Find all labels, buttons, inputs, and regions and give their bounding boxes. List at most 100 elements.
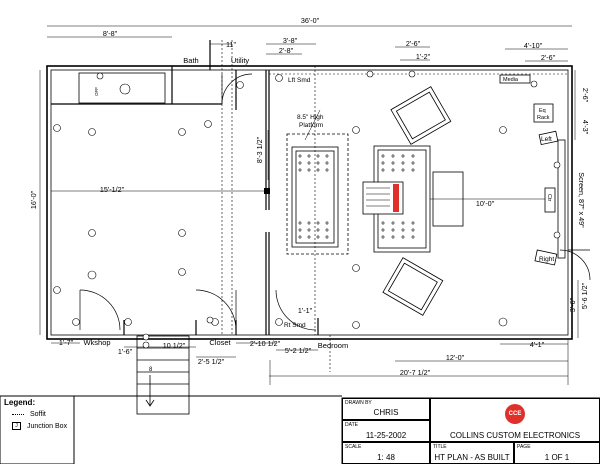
seat-marker: [411, 168, 415, 172]
seat-marker: [391, 154, 395, 158]
dim-top-2-6: 2'-6": [406, 39, 421, 48]
seat-marker: [316, 168, 320, 172]
seat-marker: [298, 154, 302, 158]
seat-marker: [401, 235, 405, 239]
dimension-text: 36'-0" 8'-8" 11" 3'-8" 2'-8" 2'-6" 1'-2"…: [29, 16, 590, 377]
recliner-top: [390, 86, 452, 145]
seat-marker: [325, 161, 329, 165]
seat-marker: [401, 221, 405, 225]
tb-drawn-by-label: DRAWN BY: [345, 400, 372, 406]
legend-item-soffit: Soffit: [12, 411, 46, 418]
dim-right-5-6: 5'-6 1/2": [580, 282, 589, 309]
label-center-speaker: Ctr: [546, 194, 552, 202]
company-logo: CCE: [505, 404, 525, 424]
room-closet: Closet: [209, 338, 231, 347]
label-lft-smd: Lft Smd: [288, 77, 311, 84]
seat-marker: [298, 228, 302, 232]
seat-marker: [411, 154, 415, 158]
tb-page-label: PAGE: [517, 444, 531, 450]
dim-bottom-5-2: 5'-2 1/2": [285, 346, 312, 355]
dim-overall-width: 36'-0": [301, 16, 320, 25]
dim-top-4-10: 4'-10": [524, 41, 543, 50]
seat-marker: [401, 154, 405, 158]
seat-marker: [381, 154, 385, 158]
seat-marker: [307, 154, 311, 158]
tb-date-label: DATE: [345, 422, 358, 428]
equipment-labels: 8.5" High Platform Lft Smd Rt Smd Media …: [94, 77, 554, 373]
screen: [557, 139, 566, 259]
seat-marker: [381, 235, 385, 239]
seat-marker: [391, 168, 395, 172]
equipment-device: [362, 181, 404, 215]
seat-markers: [298, 154, 415, 239]
tb-date-value: 11-25-2002: [365, 431, 407, 440]
seat-marker: [411, 228, 415, 232]
legend-title: Legend:: [4, 398, 36, 407]
seat-marker: [307, 168, 311, 172]
dim-right-4-3: 4'-3": [581, 120, 590, 135]
tb-drawn-by-value: CHRIS: [373, 408, 399, 417]
label-right-speaker: Right: [539, 256, 554, 263]
dim-bottom-1-7: 1'-7": [59, 338, 74, 347]
dim-right-2-6: 2'-6": [581, 88, 590, 103]
seat-marker: [298, 168, 302, 172]
dim-platform-depth: 8'-3 1/2": [255, 136, 264, 163]
seat-marker: [307, 228, 311, 232]
seat-marker: [316, 161, 320, 165]
tb-scale-label: SCALE: [345, 444, 362, 450]
seat-marker: [316, 221, 320, 225]
seat-marker: [391, 235, 395, 239]
seat-marker: [401, 168, 405, 172]
room-labels: Bath Utility Wkshop Closet Bedroom: [83, 56, 348, 350]
dim-bottom-2-10: 2'-10 1/2": [250, 339, 281, 348]
room-bedroom: Bedroom: [318, 341, 348, 350]
seat-marker: [411, 161, 415, 165]
platform: [286, 133, 349, 255]
junction-box-center: [264, 188, 270, 194]
seat-marker: [411, 235, 415, 239]
label-rt-smd: Rt Smd: [284, 322, 306, 329]
dim-bottom-10-5: 10 1/2": [163, 341, 186, 350]
speakers: [78, 72, 559, 266]
seat-marker: [307, 221, 311, 225]
seat-marker: [381, 161, 385, 165]
seat-marker: [307, 235, 311, 239]
tb-page-value: 1 OF 1: [544, 453, 570, 462]
dim-bottom-12-0: 12'-0": [446, 353, 465, 362]
legend-label-soffit: Soffit: [30, 411, 46, 418]
dim-top-3-8: 3'-8": [283, 36, 298, 45]
tb-title: TITLE HT PLAN - AS BUILT: [430, 442, 514, 464]
dim-bottom-1-6: 1'-6": [118, 347, 133, 356]
tb-page: PAGE 1 OF 1: [514, 442, 600, 464]
seat-marker: [325, 235, 329, 239]
platform-label-line1: 8.5" High: [297, 114, 324, 121]
tb-drawn-by: DRAWN BY CHRIS: [342, 398, 430, 420]
room-wkshop: Wkshop: [83, 338, 110, 347]
tb-title-value: HT PLAN - AS BUILT: [434, 453, 510, 462]
room-utility: Utility: [231, 56, 250, 65]
seat-marker: [391, 161, 395, 165]
seat-marker: [401, 228, 405, 232]
tb-scale: SCALE 1: 48: [342, 442, 430, 464]
label-stair-number: 8: [149, 367, 153, 373]
dim-bottom-2-5: 2'-5 1/2": [198, 357, 225, 366]
legend: Legend: Soffit J Junction Box: [2, 398, 72, 462]
seat-marker: [316, 154, 320, 158]
dim-top-2-8: 2'-8": [279, 46, 294, 55]
platform-label-line2: Platform: [299, 122, 323, 129]
label-media: Media: [503, 77, 519, 83]
dim-right-3-6: 3'-6": [568, 297, 577, 312]
seat-marker: [381, 168, 385, 172]
seat-marker: [298, 221, 302, 225]
seat-marker: [298, 161, 302, 165]
seat-marker: [325, 154, 329, 158]
label-left-speaker: Left: [541, 136, 552, 143]
tb-date: DATE 11-25-2002: [342, 420, 430, 442]
door-swings: [79, 73, 591, 331]
tb-company-name: COLLINS CUSTOM ELECTRONICS: [449, 431, 581, 440]
junction-box-icon: J: [12, 422, 21, 430]
seat-marker: [325, 168, 329, 172]
seat-marker: [381, 228, 385, 232]
legend-item-junction-box: J Junction Box: [12, 422, 67, 430]
